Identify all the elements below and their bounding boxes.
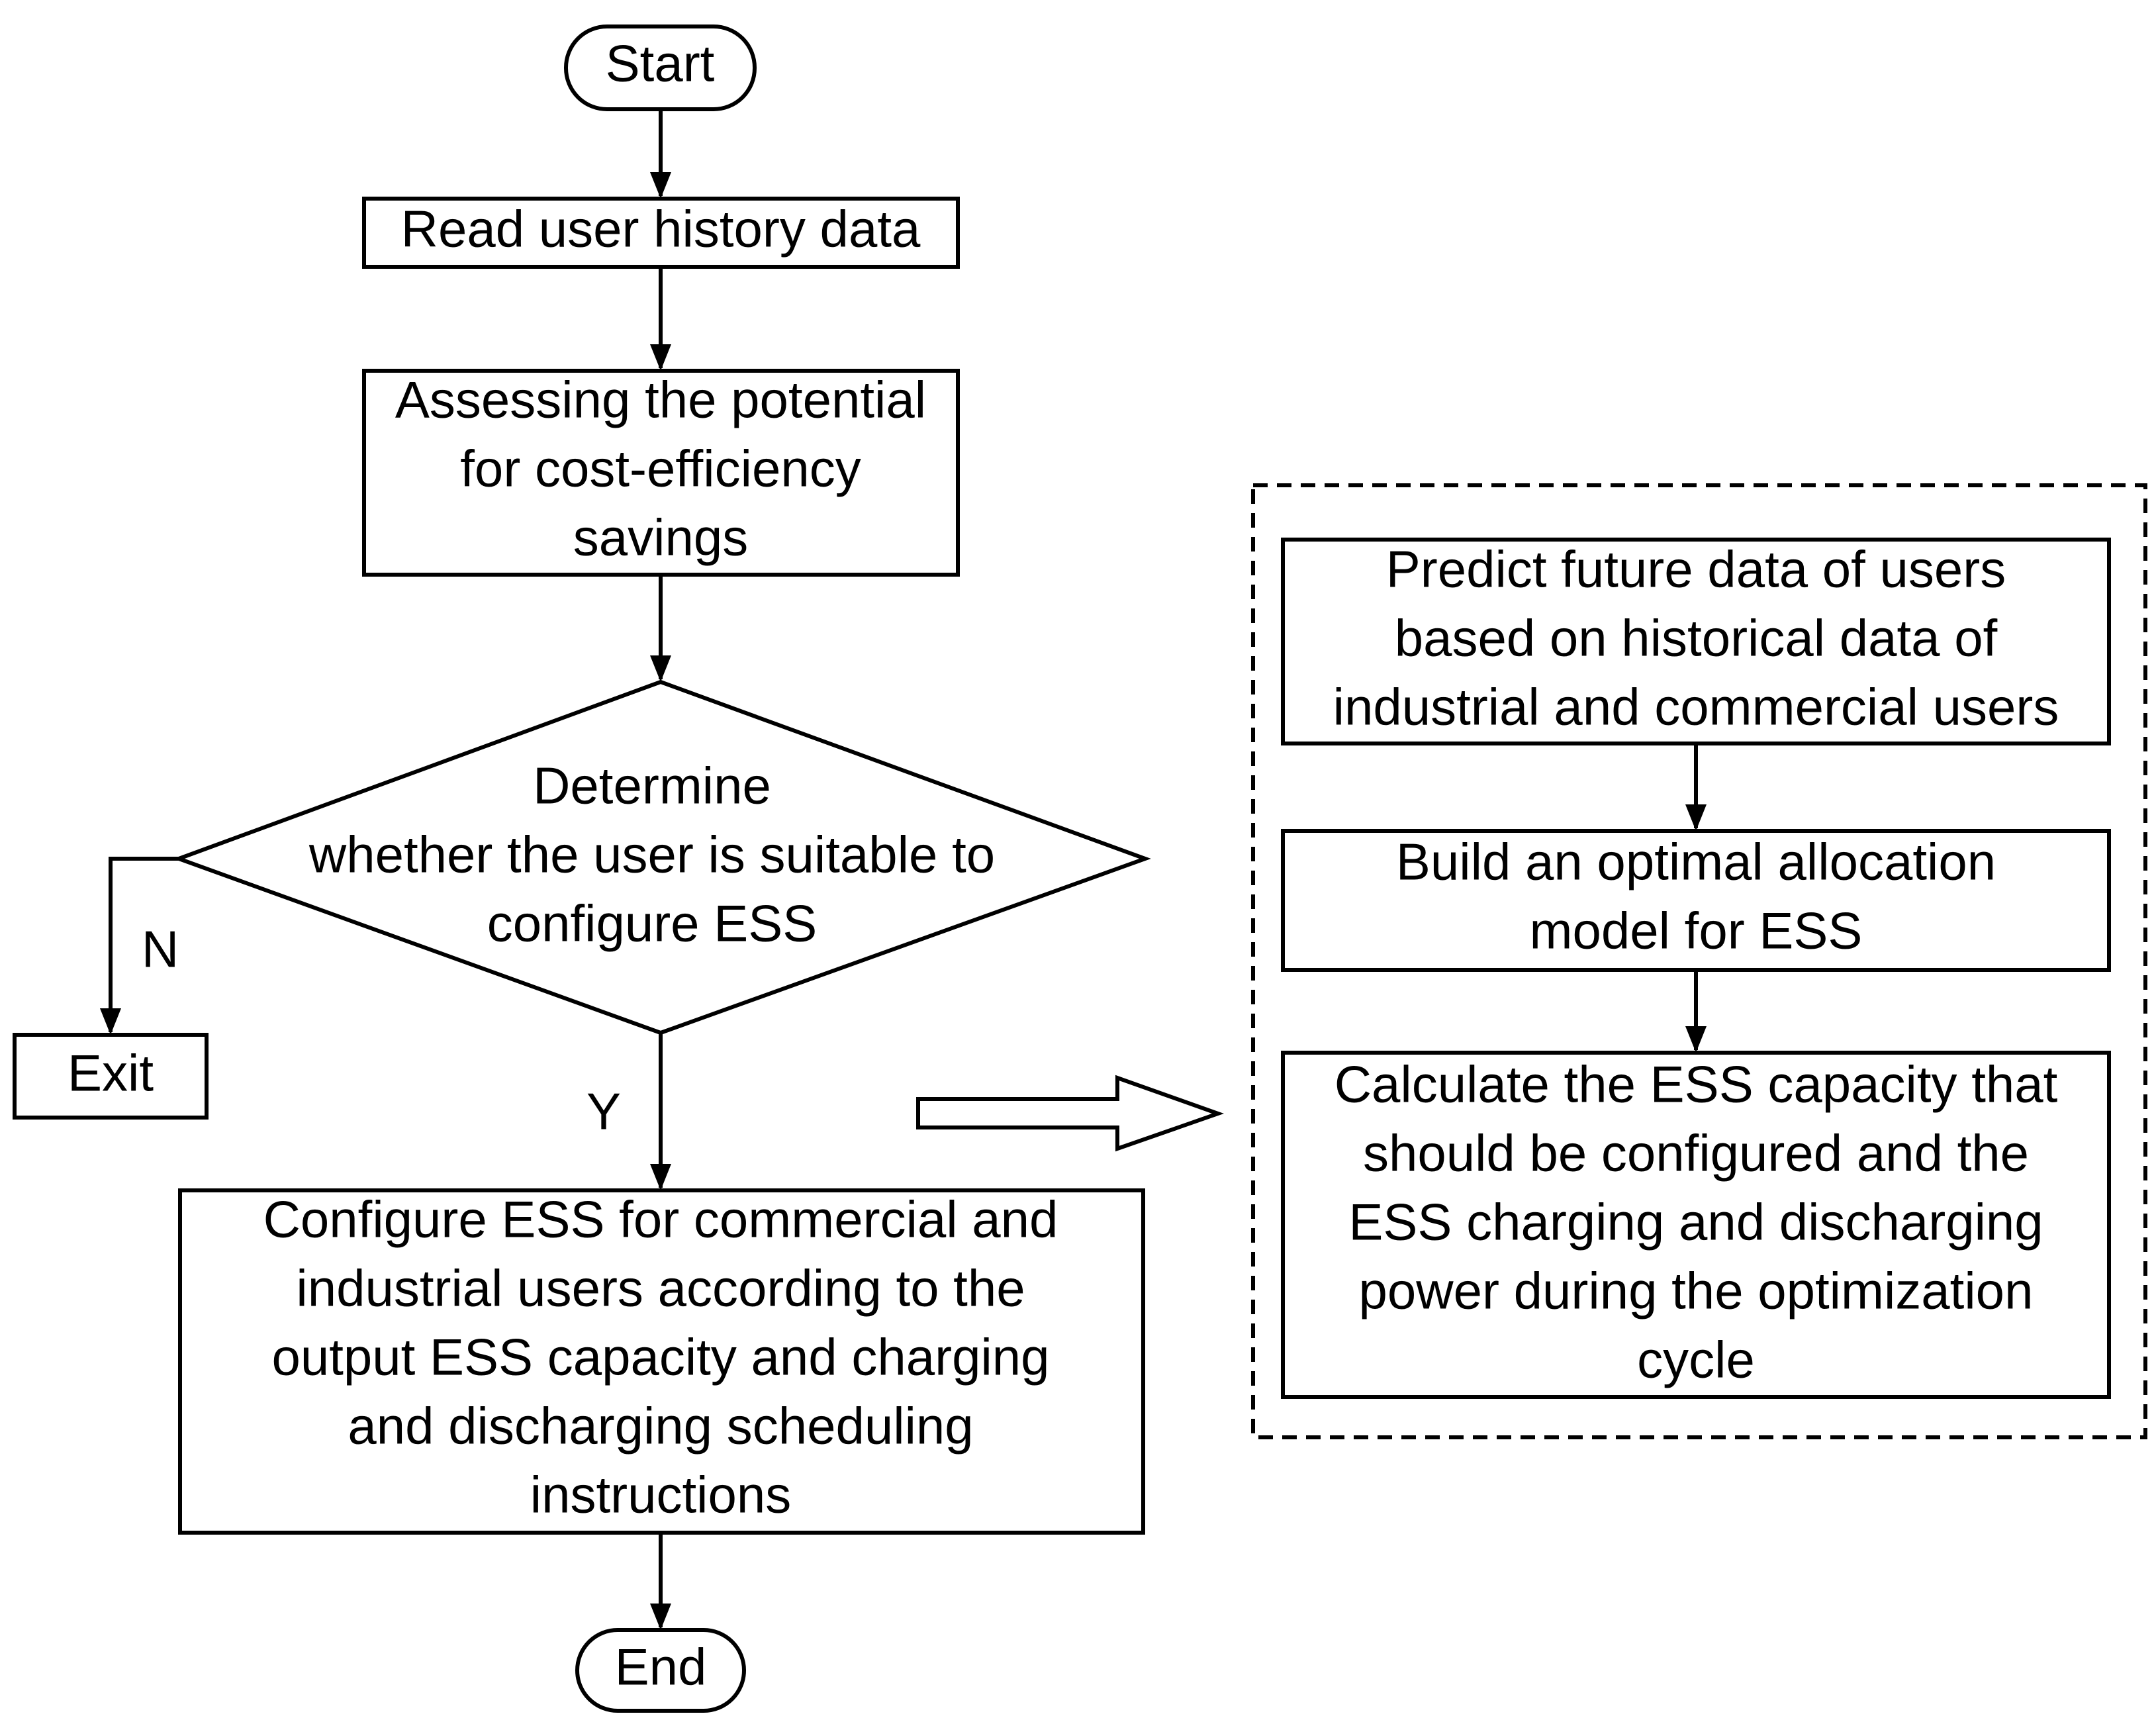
label-line: End	[615, 1638, 707, 1696]
label-line: ESS charging and discharging	[1348, 1193, 2043, 1251]
label-line: Start	[606, 34, 715, 93]
calculate-label: Calculate the ESS capacity that should be…	[1335, 1055, 2058, 1389]
label-line: instructions	[530, 1466, 792, 1524]
predict-node: Predict future data of users based on his…	[1281, 538, 2111, 745]
label-line: should be configured and the	[1363, 1124, 2029, 1182]
calculate-node: Calculate the ESS capacity that should be…	[1281, 1051, 2111, 1399]
label-line: savings	[573, 508, 748, 567]
end-node: End	[575, 1628, 746, 1713]
label-line: model for ESS	[1530, 902, 1863, 960]
exit-label: Exit	[68, 1044, 154, 1102]
no-edge-label: N	[142, 920, 179, 979]
configure-label: Configure ESS for commercial and industri…	[263, 1190, 1058, 1524]
label-line: Configure ESS for commercial and	[263, 1190, 1058, 1249]
predict-label: Predict future data of users based on his…	[1333, 540, 2059, 736]
label-line: Determine	[533, 757, 771, 815]
label-line: Assessing the potential	[395, 371, 926, 429]
label-line: based on historical data of	[1395, 609, 1998, 667]
assess-node: Assessing the potential for cost-efficien…	[362, 369, 960, 577]
end-label: End	[615, 1638, 707, 1696]
label-line: for cost-efficiency	[460, 440, 861, 498]
assess-label: Assessing the potential for cost-efficien…	[395, 371, 926, 567]
label-line: whether the user is suitable to	[308, 826, 995, 884]
start-node: Start	[564, 24, 757, 111]
label-line: Read user history data	[401, 200, 921, 258]
start-label: Start	[606, 34, 715, 93]
yes-edge-label: Y	[586, 1082, 621, 1141]
decision-node: Determine whether the user is suitable to…	[173, 679, 1151, 1035]
build-label: Build an optimal allocation model for ESS	[1396, 833, 1996, 960]
configure-node: Configure ESS for commercial and industri…	[178, 1188, 1145, 1535]
label-line: Build an optimal allocation	[1396, 833, 1996, 891]
expand-arrow	[916, 1075, 1225, 1152]
label-line: output ESS capacity and charging	[271, 1328, 1049, 1386]
decision-label: Determine whether the user is suitable to…	[308, 757, 995, 953]
label-line: Calculate the ESS capacity that	[1335, 1055, 2058, 1114]
label-line: configure ESS	[487, 894, 818, 953]
exit-node: Exit	[13, 1033, 209, 1120]
label-line: Predict future data of users	[1386, 540, 2006, 599]
label-line: Exit	[68, 1044, 154, 1102]
label-line: industrial users according to the	[296, 1259, 1025, 1317]
read-history-node: Read user history data	[362, 197, 960, 269]
label-line: industrial and commercial users	[1333, 678, 2059, 736]
read-history-label: Read user history data	[401, 200, 921, 258]
edge-decision-exit	[100, 857, 179, 1035]
detail-group-border	[1251, 483, 2147, 1439]
label-line: and discharging scheduling	[348, 1397, 973, 1455]
label-line: cycle	[1637, 1331, 1755, 1389]
label-line: power during the optimization	[1359, 1262, 2034, 1320]
build-node: Build an optimal allocation model for ESS	[1281, 829, 2111, 972]
